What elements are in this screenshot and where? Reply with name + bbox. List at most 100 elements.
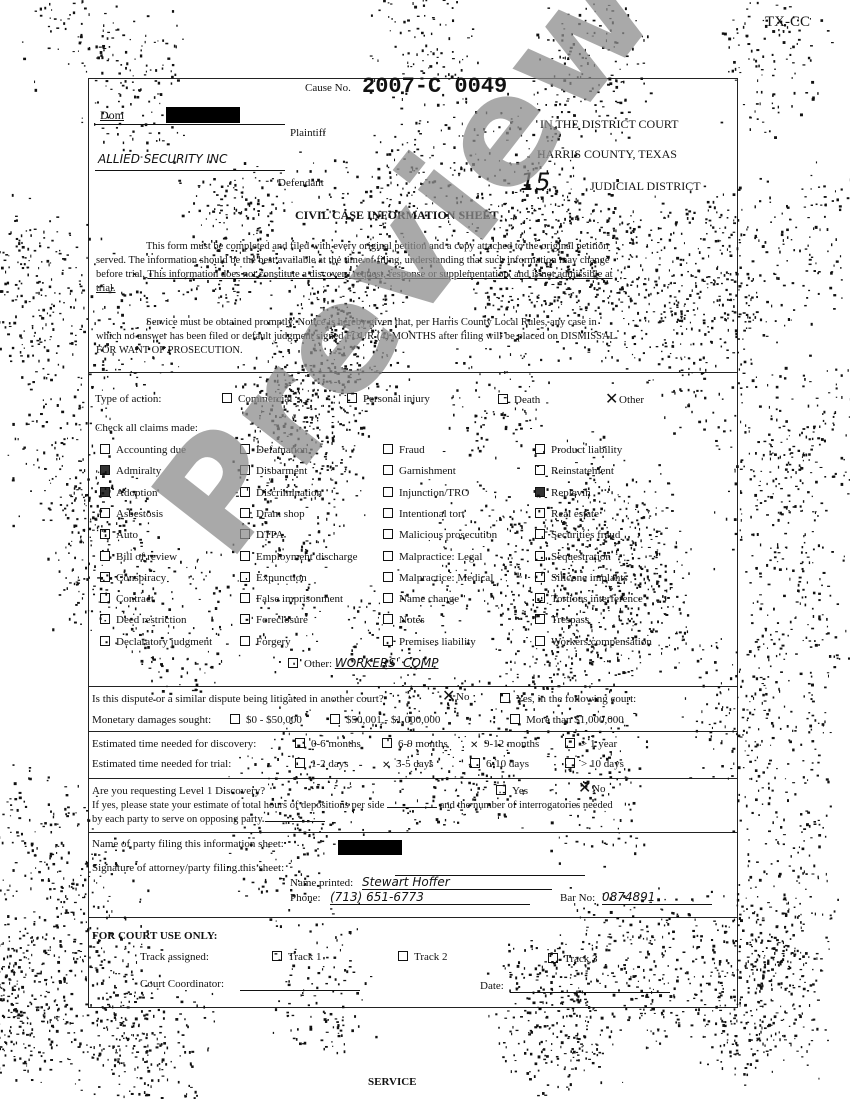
plaintiff-label: Plaintiff [290, 127, 326, 139]
checkbox-claim[interactable]: Injunction/TRO [383, 486, 469, 499]
checkbox-icon [383, 635, 393, 646]
checkbox-trial-time[interactable]: 6-10 days [470, 758, 529, 770]
cause-label: Cause No. [305, 82, 351, 94]
checkbox-icon: ✕ [382, 760, 391, 771]
checkbox-death[interactable]: Death [498, 394, 540, 406]
checkbox-claim[interactable]: Premises liability [383, 635, 476, 648]
checkbox-claim[interactable]: Sequestration [535, 550, 611, 563]
checkbox-claim[interactable]: Replevin [535, 486, 591, 499]
checkbox-claim[interactable]: Trespass [535, 614, 589, 626]
divider [88, 778, 738, 779]
date-field[interactable] [510, 992, 670, 993]
time-label: Estimated time needed for trial: [92, 758, 232, 770]
checkbox-discovery-time[interactable]: 0-6 months [295, 738, 361, 750]
phone-label: Phone: [290, 892, 321, 904]
checkbox-discovery-time[interactable]: 6-9 months [382, 738, 448, 750]
signature-label: Signature of attorney/party filing this … [92, 862, 285, 874]
level1-text: and the number of interrogatories needed [439, 800, 613, 811]
checkbox-claim[interactable]: Product liability [535, 444, 622, 456]
option-label: Track 3 [564, 953, 598, 965]
filer-name-label: Name of party filing this information sh… [92, 838, 284, 850]
name-printed-label: Name printed: [290, 877, 354, 889]
checkbox-claim[interactable]: Silicone implants [535, 571, 628, 584]
checkbox-claim[interactable]: Foreclosure [240, 614, 308, 626]
checkbox-claim[interactable]: Forgery [240, 635, 291, 648]
checkbox-icon [382, 738, 392, 748]
checkbox-discovery-time[interactable]: > 1 year [565, 738, 617, 750]
checkbox-damages-1[interactable]: $0 - $50,000 [230, 714, 302, 726]
checkbox-claim[interactable]: Reinstatement [535, 465, 614, 477]
checkbox-damages-3[interactable]: More than $1,000,000 [510, 714, 624, 726]
claim-label: Conspiracy [116, 571, 167, 584]
checkbox-trial-time[interactable]: > 10 days [565, 758, 624, 770]
claim-label: Trespass [551, 614, 590, 627]
checkbox-claim[interactable]: Notes [383, 614, 425, 626]
checkbox-claim[interactable]: Auto [100, 529, 138, 541]
divider [88, 832, 738, 833]
claim-label: Deed restriction [116, 614, 187, 627]
plaintiff-prefix: Dom [100, 108, 124, 122]
checkbox-claim[interactable]: Malpractice: Legal [383, 550, 482, 563]
checkbox-claim[interactable]: Contract [100, 593, 154, 605]
checkbox-icon [535, 465, 545, 476]
claim-label: Garnishment [399, 465, 456, 478]
checkbox-claim[interactable]: Securities fraud [535, 529, 620, 541]
defendant-line [95, 170, 285, 171]
checkbox-track-3[interactable]: Track 3 [548, 953, 598, 965]
checkbox-claim[interactable]: Name change [383, 593, 459, 605]
checkbox-claim[interactable]: Garnishment [383, 465, 456, 477]
checkbox-icon [100, 614, 110, 625]
claim-label: Premises liability [399, 635, 476, 648]
checkbox-claim[interactable]: Workers compensation [535, 635, 652, 648]
checkbox-icon [383, 593, 393, 604]
option-label: 6-10 days [486, 758, 530, 770]
checkbox-damages-2[interactable]: $50,001 - $1,000,000 [330, 714, 440, 726]
checkbox-track-1[interactable]: Track 1 [272, 951, 322, 963]
checkbox-claim[interactable]: Tortious interference [535, 593, 643, 605]
signature-field[interactable] [395, 856, 585, 876]
checkbox-icon [383, 614, 393, 625]
checkbox-level1-yes[interactable]: Yes [496, 785, 528, 797]
checkbox-icon [535, 529, 545, 540]
checkbox-icon [470, 758, 480, 768]
checkbox-claim[interactable]: Deed restriction [100, 614, 187, 626]
checkbox-related-no[interactable]: ✕No [442, 686, 470, 705]
intro-line: before trial. [96, 269, 145, 280]
date-label: Date: [480, 980, 504, 992]
coordinator-label: Court Coordinator: [140, 978, 225, 990]
level1-line: If yes, please state your estimate of to… [92, 800, 613, 811]
option-label: No [456, 691, 470, 703]
claim-label: Silicone implants [551, 571, 628, 584]
checkbox-icon [100, 444, 110, 454]
checkbox-other[interactable]: ✕Other [605, 389, 645, 408]
level1-text: If yes, please state your estimate of to… [92, 800, 385, 811]
claim-label: Sequestration [551, 550, 611, 563]
checkbox-claim[interactable]: Intentional tort [383, 507, 465, 520]
checkbox-claim[interactable]: Bill of review [100, 550, 177, 563]
claim-label: Forgery [256, 635, 291, 648]
checkbox-claim[interactable]: Conspiracy [100, 571, 167, 584]
time-label: Estimated time needed for discovery: [92, 738, 257, 750]
checkbox-claim[interactable]: Real estate [535, 507, 599, 520]
checkbox-icon [100, 571, 110, 582]
checkbox-level1-no[interactable]: ✕No [578, 778, 606, 797]
checkbox-claim[interactable]: Malpractice: Medical [383, 571, 493, 584]
option-label: 6-9 months [398, 738, 448, 750]
checkbox-claim-other[interactable]: Other: WORKERS' COMP [288, 656, 535, 670]
option-label: 1-2 days [311, 758, 349, 770]
coordinator-field[interactable] [240, 990, 360, 991]
checkbox-claim[interactable]: Declaratory judgment [100, 635, 212, 648]
checkbox-icon [383, 444, 393, 454]
checkbox-trial-time[interactable]: ✕3-5 days [382, 758, 434, 771]
checkbox-track-2[interactable]: Track 2 [398, 951, 448, 963]
claim-label: Real estate [551, 507, 599, 520]
checkbox-claim[interactable]: Fraud [383, 444, 425, 456]
checkbox-claim[interactable]: Asbestosis [100, 507, 163, 520]
checkbox-icon [100, 550, 110, 561]
checkbox-discovery-time[interactable]: ✕9-12 months [470, 738, 539, 751]
checkbox-claim[interactable]: False imprisonment [240, 593, 343, 605]
checkbox-claim[interactable]: Malicious prosecution [383, 529, 497, 541]
checkbox-icon [535, 444, 545, 454]
checkbox-trial-time[interactable]: 1-2 days [295, 758, 349, 770]
checkbox-related-yes[interactable]: Yes, in the following court: [500, 693, 636, 705]
